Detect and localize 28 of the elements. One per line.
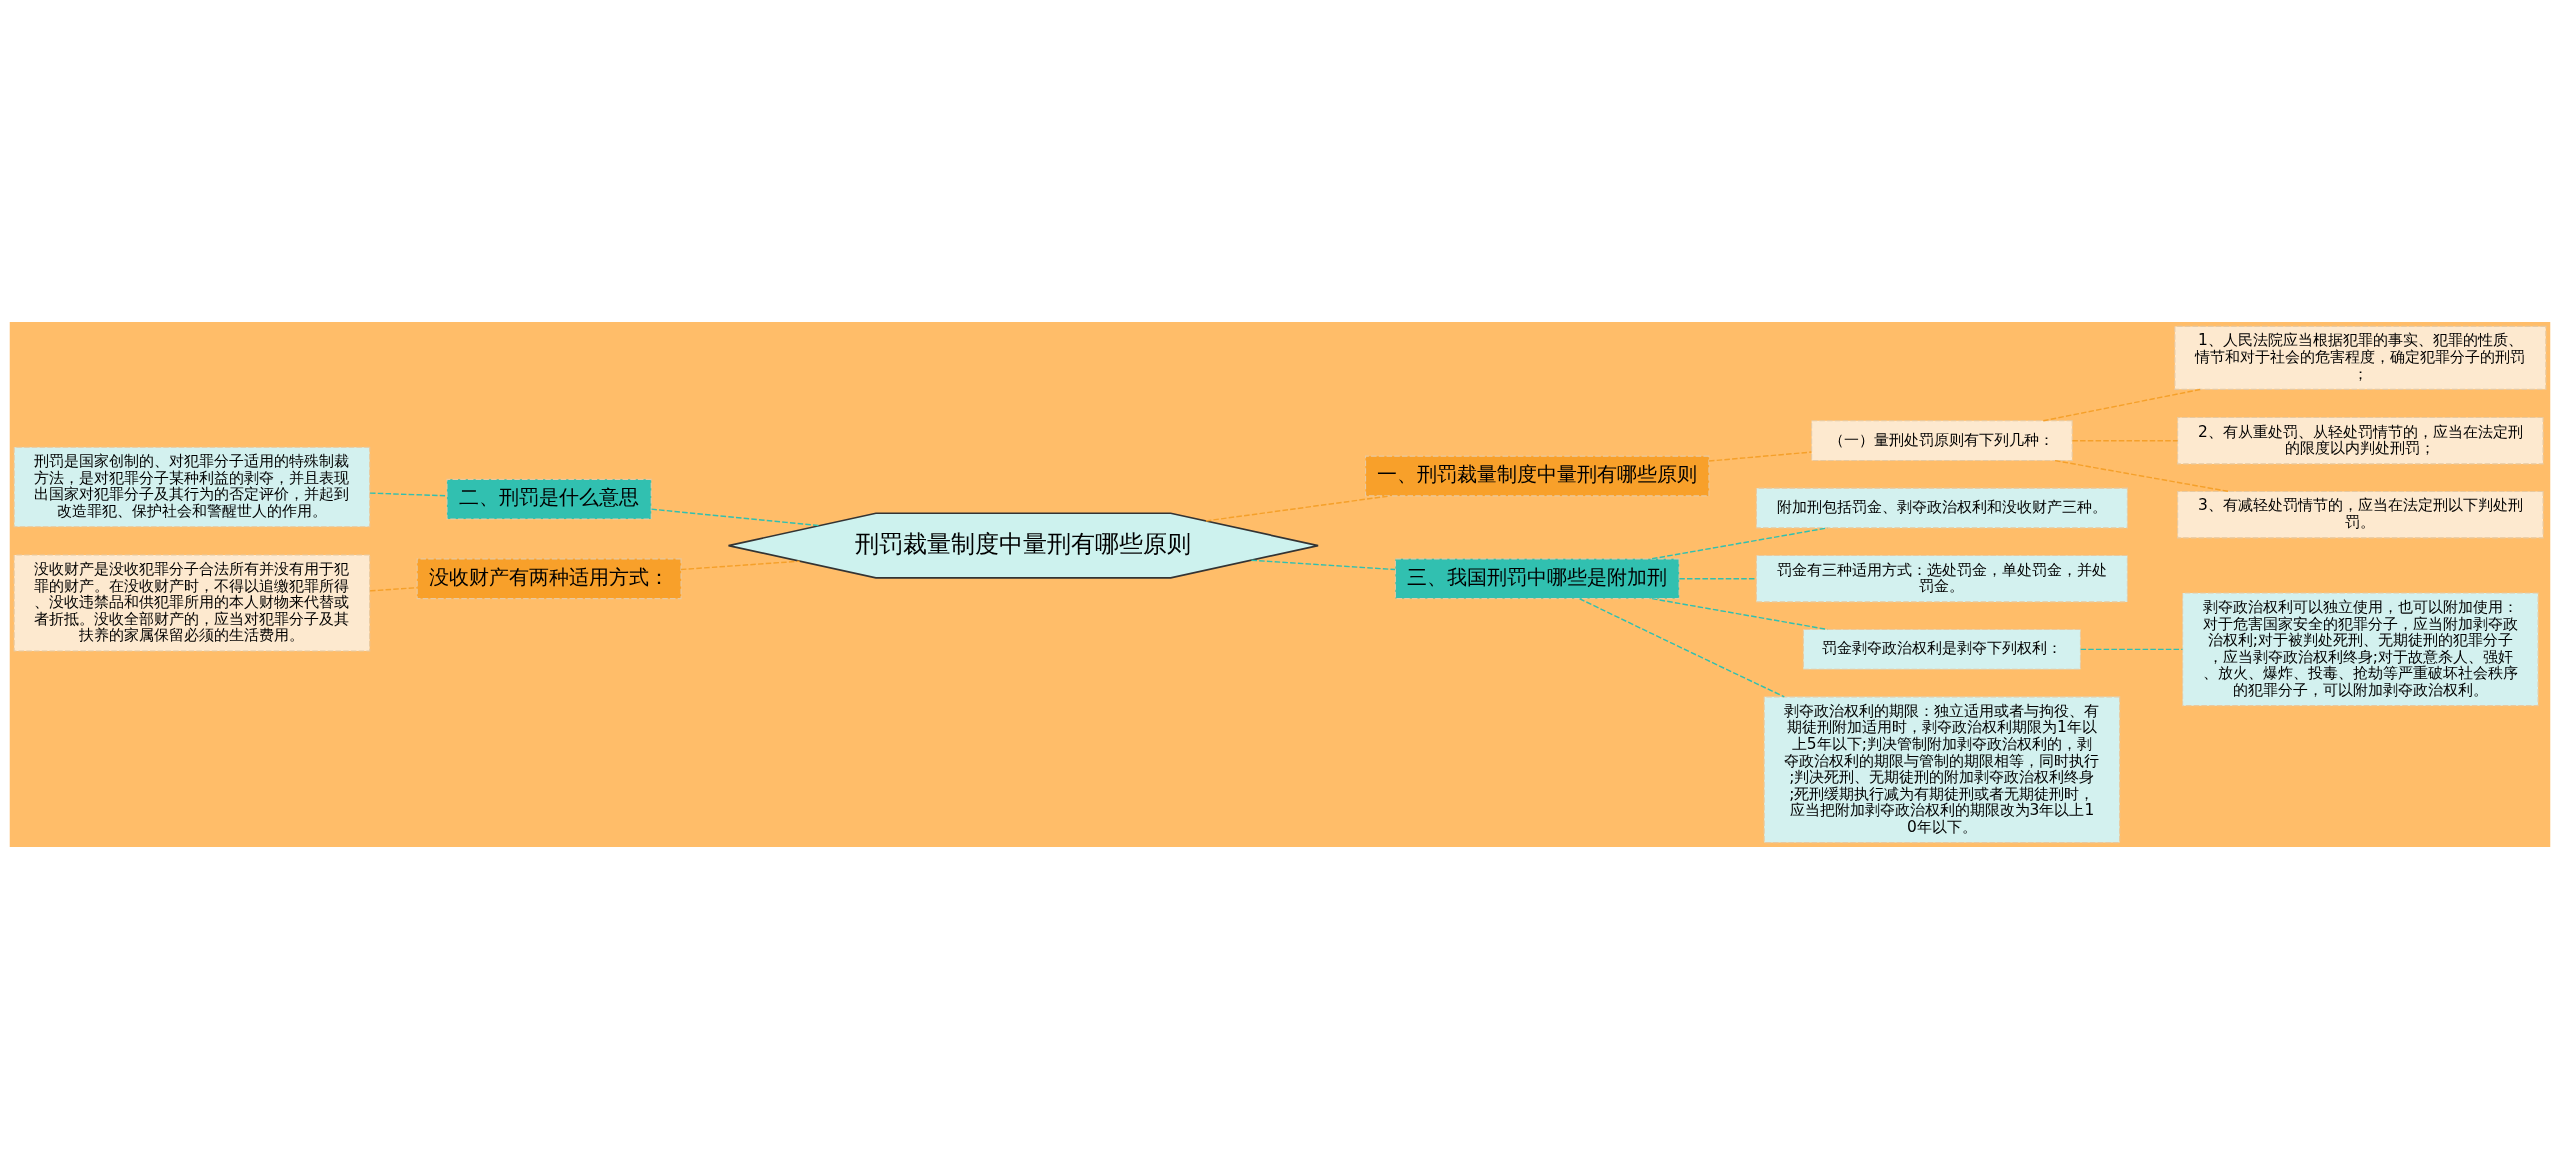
node-box: 剥夺政治权利可以独立使用，也可以附加使用：对于危害国家安全的犯罪分子，应当附加剥夺政治权利;对于被判处死刑、无期徒刑的犯罪分子，应当剥夺政治权利终身;对于故意杀人、强奸、放火、爆炸、投毒、抢劫等严重破坏社会秩序的犯罪分子，可以附加剥夺政治权利。 [2182, 592, 2539, 706]
connector [2054, 459, 2230, 492]
node-box: 没收财产有两种适用方式： [416, 557, 682, 599]
node-box: 罚金剥夺政治权利是剥夺下列权利： [1802, 628, 2081, 670]
connector [2080, 648, 2184, 650]
node-box: 三、我国刑罚中哪些是附加刑 [1394, 557, 1680, 599]
connector [1678, 577, 1757, 579]
connector [1250, 559, 1396, 570]
node-box: 没收财产是没收犯罪分子合法所有并没有用于犯罪的财产。在没收财产时，不得以追缴犯罪所得、没收违禁品和供犯罪所用的本人财物来代替或者折抵。没收全部财产的，应当对犯罪分子及其扶养的家属保留必须的生活费用。 [13, 553, 371, 652]
node-box: 二、刑罚是什么意思 [446, 478, 652, 520]
connector [650, 507, 820, 526]
connector [2042, 388, 2202, 421]
connector [680, 560, 801, 570]
connector [2071, 439, 2179, 441]
node-box: 刑罚是国家创制的、对犯罪分子适用的特殊制裁方法，是对犯罪分子某种利益的剥夺，并且表现出国家对犯罪分子及其行为的否定评价，并起到改造罪犯、保护社会和警醒世人的作用。 [13, 446, 371, 527]
node-box: 附加刑包括罚金、剥夺政治权利和没收财产三种。 [1755, 487, 2128, 528]
connector [1708, 450, 1813, 462]
connector [1205, 494, 1391, 522]
node-box: 3、有减轻处罚情节的，应当在法定刑以下判处刑罚。 [2177, 490, 2544, 538]
node-box: 一、刑罚裁量制度中量刑有哪些原则 [1365, 455, 1710, 496]
node-box: 2、有从重处罚、从轻处罚情节的，应当在法定刑的限度以内判处刑罚； [2177, 416, 2544, 464]
node-box: 罚金有三种适用方式：选处罚金，单处罚金，并处罚金。 [1755, 554, 2128, 602]
node-box: （一）量刑处罚原则有下列几种： [1811, 419, 2073, 461]
connector [369, 491, 448, 496]
connector [369, 586, 418, 592]
connector [1578, 597, 1786, 697]
node-box: 1、人民法院应当根据犯罪的事实、犯罪的性质、情节和对于社会的危害程度，确定犯罪分子的刑罚； [2174, 325, 2547, 390]
node-box: 剥夺政治权利的期限：独立适用或者与拘役、有期徒刑附加适用时，剥夺政治权利期限为1年以上5年以下;判决管制附加剥夺政治权利的，剥夺政治权利的期限与管制的期限相等，同时执行;判决死刑、无期徒刑的附加剥夺政治权利终身;死刑缓期执行减为有期徒刑或者无期徒刑时，应当把附加剥夺政治权利的期限改为3年以上10年以下。 [1763, 695, 2121, 843]
